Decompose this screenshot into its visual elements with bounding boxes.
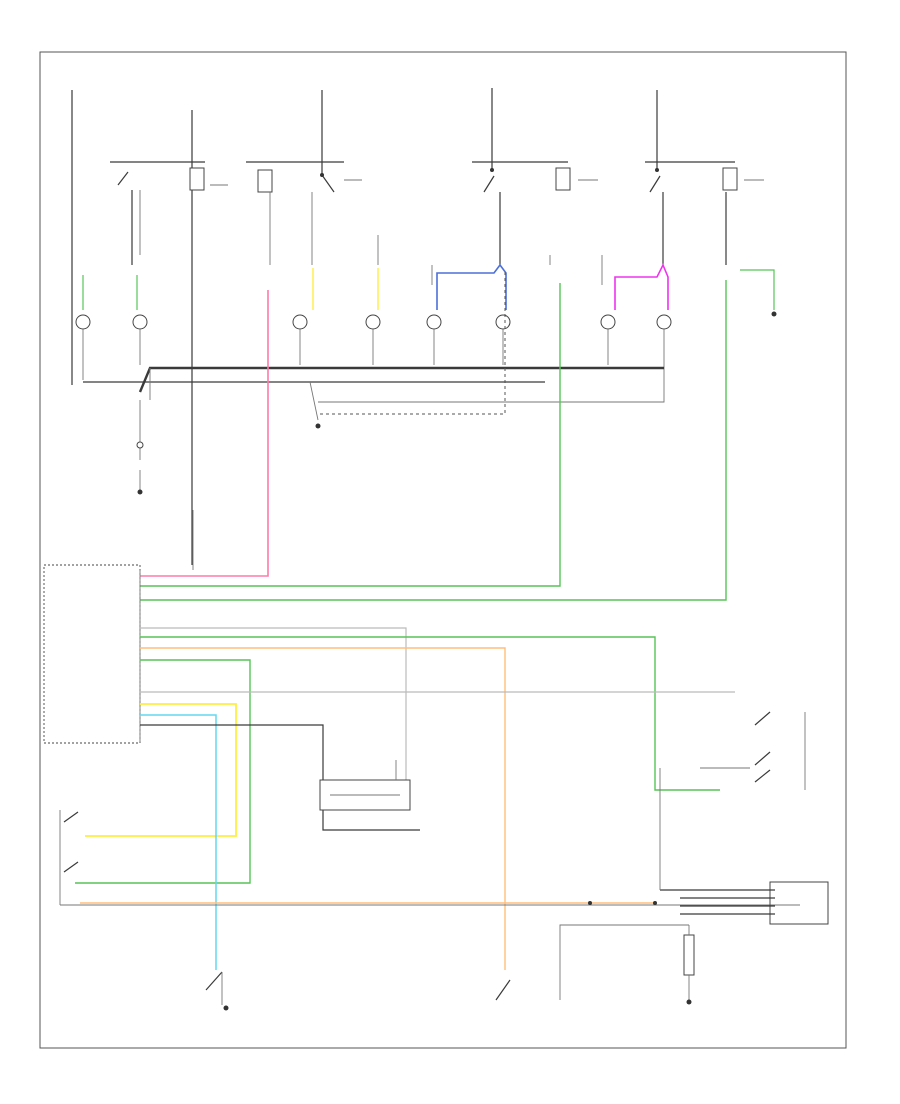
magenta-wire (614, 263, 669, 310)
pink-wire (140, 290, 269, 577)
lamp-row (75, 314, 672, 330)
orange-wire (140, 647, 506, 970)
green-wire-3 (140, 636, 720, 791)
green-wire-1 (140, 283, 561, 587)
bottom-coil (618, 924, 695, 1005)
relay-block-1 (110, 161, 228, 255)
bottom-switch-orange (495, 924, 620, 1001)
left-switch-2 (63, 861, 79, 873)
bottom-switch-cyan (205, 971, 229, 1011)
blue-wire (436, 263, 507, 310)
left-switch-1 (59, 810, 79, 905)
relay-block-2 (246, 161, 362, 265)
center-module (319, 760, 411, 811)
connector-block (659, 768, 829, 925)
yellow-wire (85, 703, 237, 837)
ground-bus (138, 366, 664, 393)
green-wire-2 (140, 280, 727, 601)
cyan-wire (140, 714, 217, 970)
relay-block-4 (645, 161, 764, 193)
diagram-frame (39, 51, 847, 1049)
body-control-module (43, 564, 141, 744)
green-wire-4 (75, 659, 251, 884)
relay-block-3 (472, 161, 598, 193)
headlamp-switch (700, 711, 806, 790)
